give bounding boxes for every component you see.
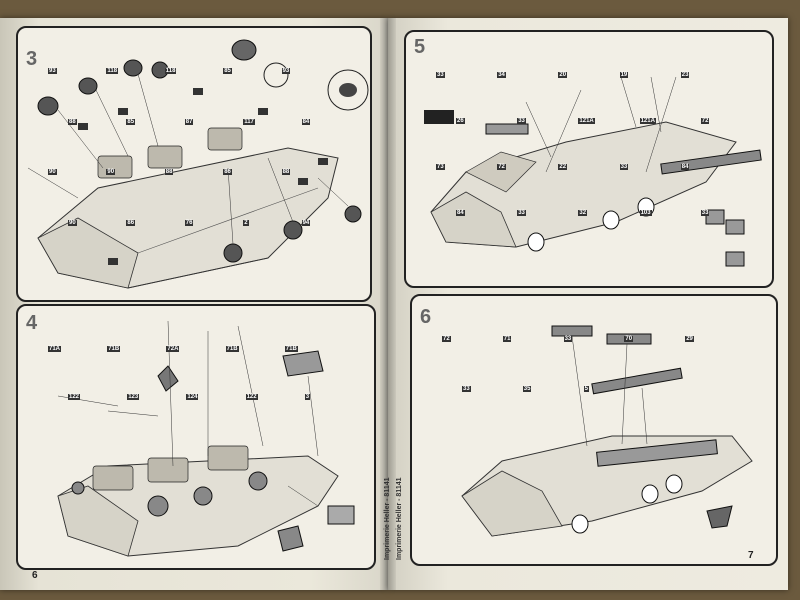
callout-number: 121A — [578, 118, 595, 124]
callout-number: 85 — [223, 68, 232, 74]
callout-number: 93 — [48, 68, 57, 74]
callout-number: 72A — [166, 346, 180, 352]
callout-number: 71B — [284, 346, 298, 352]
callout-number: 85 — [126, 118, 136, 125]
callout-number: 73 — [436, 164, 445, 170]
callout-number: 26 — [456, 118, 465, 124]
callout-number: 87 — [184, 118, 194, 125]
callout-number: 122 — [68, 394, 81, 400]
callout-number: 90 — [48, 169, 57, 175]
callout-number: 72 — [442, 336, 451, 342]
step-3-panel: 3 — [16, 26, 372, 302]
callout-number: 20 — [558, 72, 568, 78]
step-3-diagram — [27, 39, 369, 289]
callout-number: 84 — [301, 118, 311, 125]
callout-number: 118 — [106, 68, 119, 74]
callout-number: 84 — [680, 164, 690, 170]
step-5-panel: 5 33 34 20 19 23 26 33 121A 121A 72 73 72 22 33 84 84 33… — [404, 30, 774, 288]
callout-number: 34 — [497, 72, 506, 78]
step-number: 4 — [26, 312, 38, 334]
step-4-diagram — [57, 320, 355, 557]
callout-number: 33 — [517, 210, 526, 216]
callout-number: 86 — [223, 169, 232, 175]
callout-number: 71B — [107, 346, 121, 352]
right-page-number: 7 — [748, 550, 754, 561]
callout-number: 93 — [281, 68, 291, 74]
callout-number: 72 — [700, 118, 710, 124]
step-number: 6 — [420, 306, 432, 328]
callout-number: 84 — [456, 210, 465, 216]
callout-number: 5 — [583, 385, 589, 392]
callout-number: 118 — [164, 68, 177, 74]
callout-number: 124 — [186, 394, 199, 400]
callout-number: 71 — [502, 336, 512, 342]
callout-number: 103 — [639, 210, 652, 216]
callout-number: 88 — [68, 118, 77, 125]
callout-number: 90 — [106, 169, 116, 175]
step-6-panel: 6 7 72 71 33 70 29 33 35 5 — [410, 294, 778, 566]
callout-number: 19 — [619, 72, 629, 78]
callout-number: 71A — [48, 346, 62, 352]
callout-number: 90 — [68, 219, 77, 226]
callout-number: 122 — [245, 394, 258, 400]
callout-number: 88 — [281, 169, 291, 175]
book-gutter — [380, 18, 396, 590]
callout-number: 33 — [563, 336, 573, 342]
callout-number: 88 — [164, 169, 174, 175]
callout-number: 32 — [578, 210, 588, 216]
callout-number: 72 — [497, 164, 506, 170]
callout-number: 33 — [517, 118, 526, 124]
callout-number: 70 — [624, 336, 634, 342]
callout-number: 117 — [243, 118, 255, 125]
callout-number: 94 — [301, 219, 311, 226]
callout-number: 76 — [184, 219, 194, 226]
step-5-diagram — [424, 76, 762, 267]
step-6-diagram — [461, 325, 753, 537]
callout-number: 22 — [558, 164, 568, 170]
callout-number: 29 — [685, 336, 694, 342]
left-page-number: 6 — [32, 570, 38, 581]
callout-number: 2 — [243, 219, 249, 226]
imprint-right: Imprimerie Heller - 81141 — [396, 477, 403, 561]
callout-number: 121A — [639, 118, 656, 124]
callout-number: 33 — [619, 164, 629, 170]
callout-number: 35 — [522, 385, 532, 392]
callout-number: 86 — [126, 219, 136, 226]
step-number: 3 — [26, 48, 38, 70]
callout-number: 123 — [127, 394, 140, 400]
callout-number: 33 — [462, 385, 471, 392]
callout-number: 71B — [225, 346, 239, 352]
step-4-panel: 4 6 71A 71B 72A 71B 71B 122 123 124 122 3 — [16, 304, 376, 581]
callout-number: 33 — [700, 210, 710, 216]
callout-number: 23 — [680, 72, 690, 78]
callout-number: 3 — [304, 394, 311, 400]
imprint-left: Imprimerie Heller - 81141 — [384, 477, 391, 561]
step-number: 5 — [414, 36, 426, 58]
callout-number: 33 — [436, 72, 445, 78]
